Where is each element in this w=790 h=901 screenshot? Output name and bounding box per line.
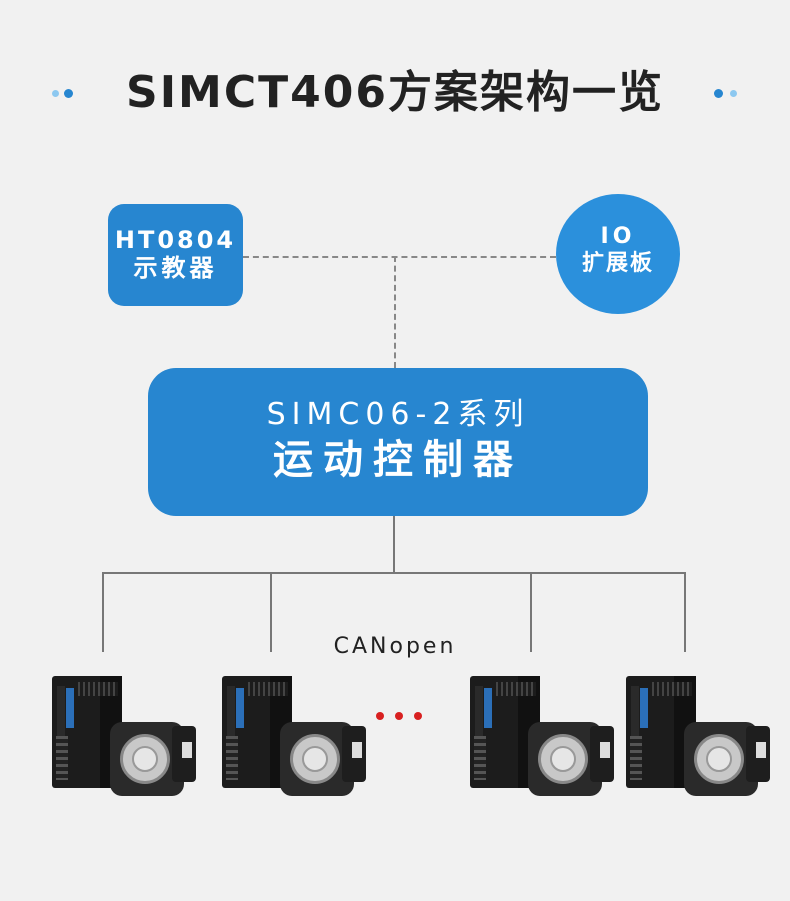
io-board-title: IO bbox=[600, 224, 636, 249]
servo-unit-4 bbox=[626, 676, 770, 796]
servo-motor-icon bbox=[280, 722, 366, 796]
title-right-dot-light bbox=[730, 90, 737, 97]
bus-label: CANopen bbox=[333, 634, 457, 659]
ellipsis-dot-3 bbox=[414, 712, 422, 720]
bus-drop-1 bbox=[102, 572, 104, 652]
servo-motor-icon bbox=[110, 722, 196, 796]
io-board-circle: IO 扩展板 bbox=[556, 194, 680, 314]
bus-drop-3 bbox=[530, 572, 532, 652]
dashed-link-horizontal bbox=[243, 256, 556, 258]
motion-controller-box: SIMC06-2系列 运动控制器 bbox=[148, 368, 648, 516]
controller-model: SIMC06-2系列 bbox=[266, 397, 530, 432]
ellipsis-dot-2 bbox=[395, 712, 403, 720]
title-left-dot-dark bbox=[64, 89, 73, 98]
teach-pendant-model: HT0804 bbox=[114, 226, 237, 254]
bus-drop-2 bbox=[270, 572, 272, 652]
servo-unit-2 bbox=[222, 676, 366, 796]
title-left-dot-light bbox=[52, 90, 59, 97]
bus-horizontal-line bbox=[102, 572, 686, 574]
bus-drop-4 bbox=[684, 572, 686, 652]
servo-unit-1 bbox=[52, 676, 196, 796]
servo-unit-3 bbox=[470, 676, 614, 796]
bus-trunk-line bbox=[393, 516, 395, 572]
servo-motor-icon bbox=[528, 722, 614, 796]
page-title: SIMCT406方案架构一览 bbox=[126, 67, 664, 118]
ellipsis-dot-1 bbox=[376, 712, 384, 720]
teach-pendant-label: 示教器 bbox=[133, 254, 218, 282]
io-board-label: 扩展板 bbox=[581, 251, 654, 276]
dashed-link-vertical bbox=[394, 256, 396, 368]
teach-pendant-box: HT0804 示教器 bbox=[108, 204, 243, 306]
controller-label: 运动控制器 bbox=[273, 437, 523, 483]
servo-motor-icon bbox=[684, 722, 770, 796]
title-right-dot-dark bbox=[714, 89, 723, 98]
title-row: SIMCT406方案架构一览 bbox=[0, 58, 790, 128]
